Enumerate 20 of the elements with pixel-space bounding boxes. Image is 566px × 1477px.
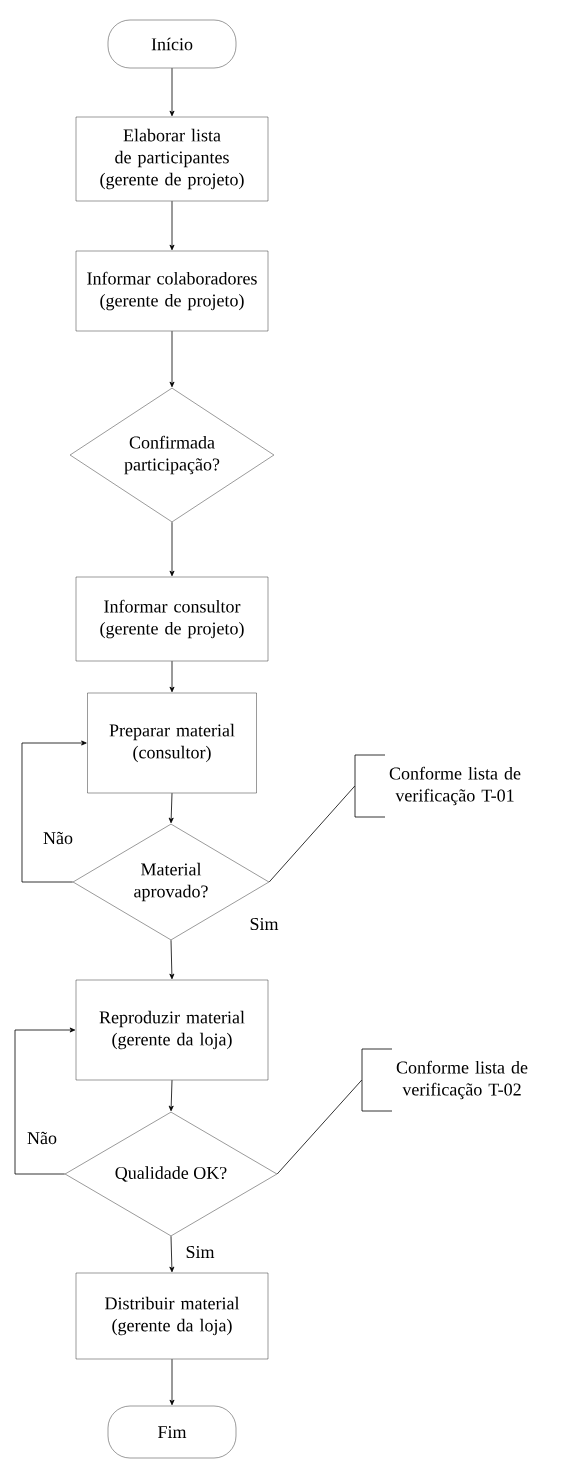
process-box: Informar consultor (gerente de projeto) [75,576,269,662]
process-box: Elaborar lista de participantes (gerente de projeto) [75,116,269,202]
arrow [168,792,174,824]
arrow [21,740,87,883]
process-box: Reproduzir material (gerente da loja) [75,979,269,1081]
process-box: Informar colaboradores (gerente de projeto) [75,250,269,332]
arrow [168,1079,174,1112]
process-box: Distribuir material (gerente da loja) [75,1272,269,1360]
arrow [169,521,175,577]
arrow [169,67,175,117]
process-box: Preparar material (consultor) [87,692,257,794]
arrow [169,1235,175,1273]
arrow [169,330,175,388]
arrow [169,660,175,693]
annotation-bracket: Conforme lista de verificação T-01 [354,754,521,818]
arrow [169,1358,175,1406]
arrow [169,200,175,251]
arrow [169,939,175,980]
arrow [14,1027,76,1175]
annotation-bracket: Conforme lista de verificação T-02 [361,1048,528,1112]
